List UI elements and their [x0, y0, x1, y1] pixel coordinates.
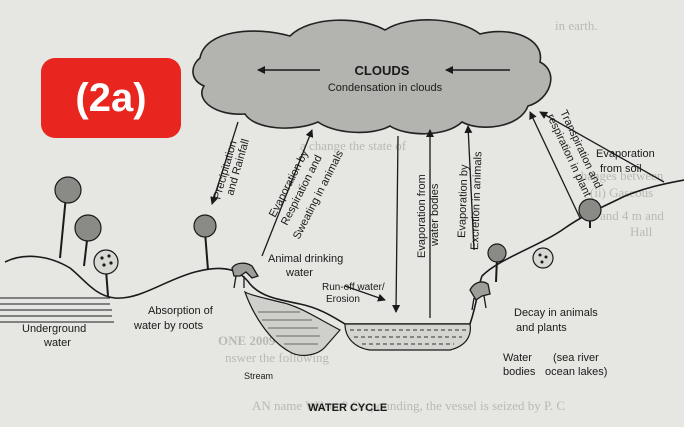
tree-icon-right-2 — [532, 247, 554, 269]
label-evap-soil-line2: from soil — [600, 163, 642, 175]
tree-icon-right-1 — [487, 243, 507, 283]
background-text-9: AN name Wilson? On pounding, the vessel … — [252, 398, 566, 413]
ground-line — [4, 179, 684, 325]
diagram-title: WATER CYCLE — [308, 402, 387, 414]
stream-ripples — [258, 311, 320, 345]
label-evap-water-line1: Evaporation from — [416, 174, 428, 258]
label-absorption-line1: Absorption of — [148, 305, 214, 317]
evaporation-respiration-arrow — [261, 129, 314, 257]
clouds-title: CLOUDS — [355, 63, 410, 78]
tree-icon-left-3 — [93, 249, 119, 297]
precipitation-arrow — [210, 121, 239, 205]
tree-icon-middle — [193, 214, 217, 271]
animal-excretion-icon — [469, 281, 491, 311]
badge: (2a) — [41, 58, 181, 138]
label-animal-drinking-line1: Animal drinking — [268, 253, 343, 265]
cloud-down-arrow — [392, 135, 401, 313]
label-sea-line1: (sea river — [553, 352, 599, 364]
label-stream: Stream — [244, 371, 273, 381]
badge-label: (2a) — [75, 75, 147, 120]
background-text-6: Hall — [630, 224, 653, 239]
label-evap-soil-line1: Evaporation — [596, 148, 655, 160]
background-text-3: changes between — [575, 168, 664, 183]
label-evap-water-line2: water bodies — [429, 183, 441, 247]
evaporation-soil-arrow — [539, 111, 665, 183]
clouds-subtitle: Condensation in clouds — [328, 82, 443, 94]
background-text-1: in earth. — [555, 18, 598, 33]
tree-icon-left-1 — [54, 176, 82, 259]
label-runoff-line1: Run-off water/ — [322, 282, 385, 293]
label-runoff-line2: Erosion — [326, 294, 360, 305]
label-water-bodies-line2: bodies — [503, 366, 536, 378]
background-text-2: a change the state of — [300, 138, 407, 153]
runoff-arrow — [344, 285, 386, 302]
tree-icon-right-3 — [578, 198, 602, 228]
animal-drinking-icon — [231, 262, 259, 289]
label-underground-line1: Underground — [22, 323, 86, 335]
label-decay-line2: and plants — [516, 322, 567, 334]
background-text-4: (ii) Gaseous — [590, 185, 654, 200]
label-decay-line1: Decay in animals — [514, 307, 598, 319]
label-absorption-line2: water by roots — [133, 320, 204, 332]
water-body — [344, 323, 471, 351]
clouds-shape — [192, 19, 552, 135]
label-evap-excretion-line2: Excretion in animals — [469, 151, 484, 250]
background-text-5: and 4 m and — [600, 208, 664, 223]
label-animal-drinking-line2: water — [285, 267, 313, 279]
label-underground-line2: water — [43, 337, 71, 349]
water-body-dashes — [350, 329, 466, 345]
label-water-bodies-line1: Water — [503, 352, 532, 364]
evaporation-excretion-arrow — [464, 125, 475, 251]
underground-layers — [0, 297, 114, 323]
stream-pond — [243, 290, 341, 356]
label-evap-excretion-line1: Evaporation by — [456, 164, 471, 238]
label-sea-line2: ocean lakes) — [545, 366, 607, 378]
tree-icon-left-2 — [74, 214, 102, 267]
transpiration-arrow — [529, 111, 581, 219]
